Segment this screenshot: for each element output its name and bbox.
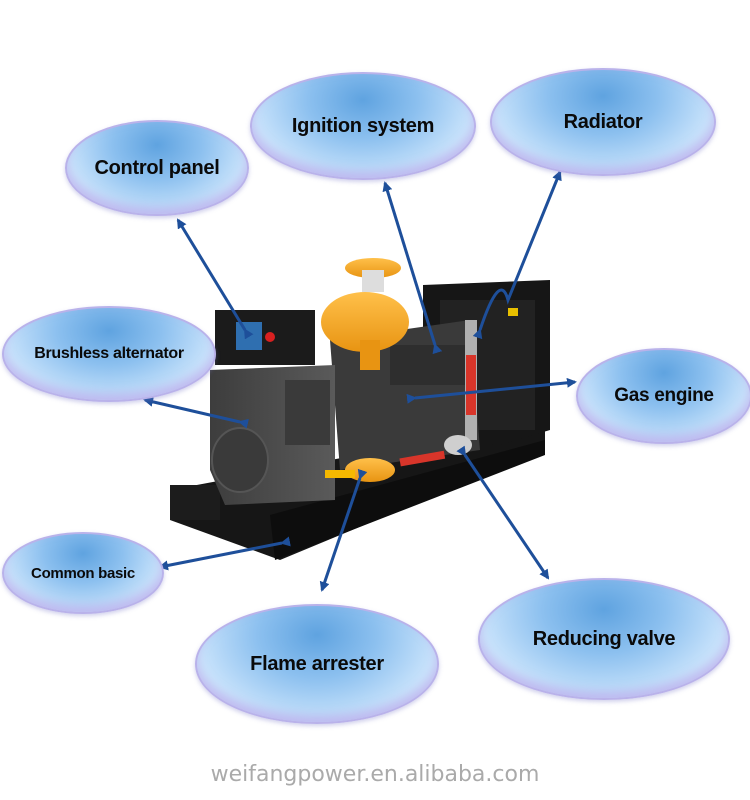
label-text: Gas engine: [614, 385, 714, 406]
label-common-basic: Common basic: [2, 532, 164, 614]
label-gas-engine: Gas engine: [576, 348, 750, 444]
label-text: Ignition system: [291, 114, 435, 137]
label-text: Control panel: [94, 156, 220, 179]
label-control-panel: Control panel: [65, 120, 249, 216]
arrow-radiator: [472, 170, 562, 340]
label-reducing-valve: Reducing valve: [478, 578, 730, 700]
label-ignition-system: Ignition system: [250, 72, 476, 180]
arrow-common-basic: [158, 536, 291, 571]
arrow-reducing-valve: [456, 445, 550, 580]
label-text: Common basic: [31, 564, 135, 582]
arrow-flame-arrester: [319, 468, 368, 592]
label-flame-arrester: Flame arrester: [195, 604, 439, 724]
arrow-brushless-alternator: [143, 396, 249, 429]
label-radiator: Radiator: [490, 68, 716, 176]
arrow-ignition-system: [382, 181, 443, 355]
arrow-control-panel: [176, 218, 254, 340]
label-text: Reducing valve: [532, 627, 676, 650]
label-text: Flame arrester: [250, 652, 384, 675]
label-text: Brushless alternator: [34, 345, 184, 362]
label-text: Radiator: [563, 110, 643, 133]
label-brushless-alternator: Brushless alternator: [2, 306, 216, 402]
arrow-gas-engine: [406, 377, 577, 404]
watermark: weifangpower.en.alibaba.com: [210, 762, 540, 787]
